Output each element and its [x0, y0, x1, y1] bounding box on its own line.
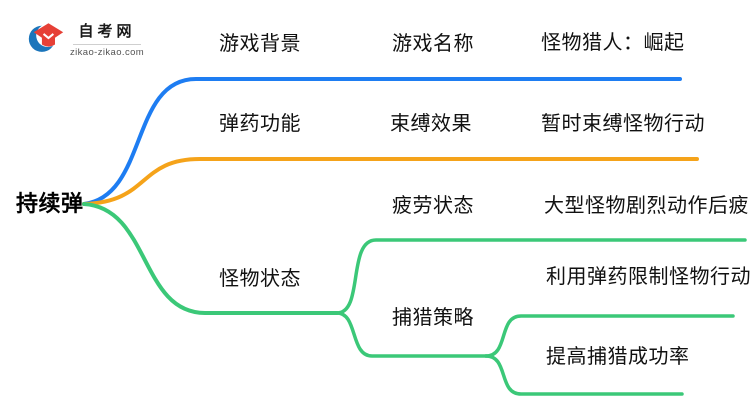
node-game-name[interactable]: 游戏名称 — [392, 33, 474, 55]
site-title: 自考网 — [78, 23, 136, 40]
node-ammo-function[interactable]: 弹药功能 — [219, 113, 301, 135]
node-game-background[interactable]: 游戏背景 — [219, 33, 301, 55]
logo-divider — [73, 44, 142, 45]
node-temporarily-bind-monster[interactable]: 暂时束缚怪物行动 — [541, 113, 705, 135]
root-node[interactable]: 持续弹 — [16, 191, 84, 216]
branch-line-game-background — [82, 77, 682, 206]
node-monster-hunter-rise[interactable]: 怪物猎人：崛起 — [541, 32, 685, 54]
node-binding-effect[interactable]: 束缚效果 — [390, 113, 472, 135]
branch-line-ammo-function — [82, 157, 699, 206]
branch-line-fatigue-state — [335, 238, 747, 315]
branch-line-success-rate — [484, 354, 684, 396]
node-fatigue-state[interactable]: 疲劳状态 — [392, 195, 474, 217]
branch-line-limit-monster — [484, 314, 735, 358]
node-use-ammo-limit-monster[interactable]: 利用弹药限制怪物行动 — [546, 266, 750, 288]
node-improve-capture-rate[interactable]: 提高捕猎成功率 — [546, 346, 690, 368]
node-large-monster-fatigue[interactable]: 大型怪物剧烈动作后疲劳 — [544, 195, 750, 217]
node-hunt-strategy[interactable]: 捕猎策略 — [392, 307, 474, 329]
graduation-cap-icon — [28, 23, 64, 52]
site-logo-text: 自考网 zikao-zikao.com — [70, 18, 144, 58]
node-monster-state[interactable]: 怪物状态 — [219, 268, 301, 290]
site-logo[interactable]: 自考网 zikao-zikao.com — [28, 18, 144, 58]
branch-line-hunt-strategy — [335, 311, 488, 358]
site-domain: zikao-zikao.com — [70, 47, 145, 58]
branch-line-monster-state — [82, 202, 339, 315]
